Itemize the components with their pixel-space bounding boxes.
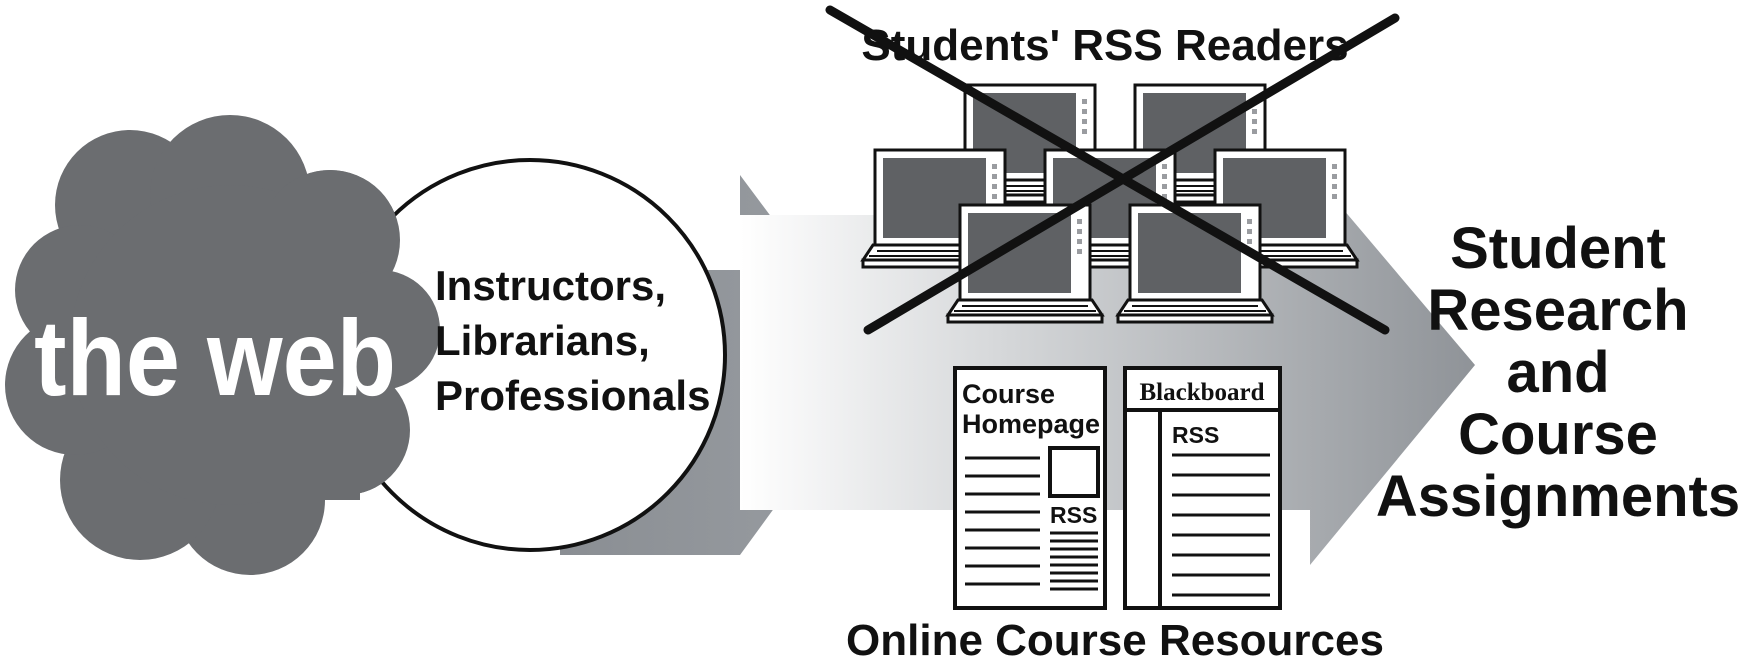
course-page-line-2: Homepage	[962, 409, 1100, 439]
course-page-line-1: Course	[962, 379, 1055, 409]
course-page-rss: RSS	[1050, 502, 1097, 528]
outcome-line-1: Student	[1450, 216, 1666, 281]
cross-out-icon	[825, 5, 1400, 335]
contributors-line-3: Professionals	[435, 372, 710, 419]
blackboard-rss: RSS	[1172, 422, 1219, 448]
blackboard-document: Blackboard RSS	[1123, 366, 1282, 610]
outcome-line-5: Assignments	[1376, 464, 1740, 529]
blackboard-header: Blackboard	[1139, 379, 1264, 406]
resources-title: Online Course Resources	[846, 616, 1384, 665]
contributors-text: Instructors, Librarians, Professionals	[435, 262, 710, 419]
flow-arrow-right	[740, 170, 1475, 565]
laptop-icon	[1200, 148, 1360, 269]
contributors-line-2: Librarians,	[435, 317, 650, 364]
web-label: the web	[34, 297, 396, 418]
course-homepage-document: Course Homepage RSS	[953, 366, 1107, 610]
outcome-line-2: Research	[1427, 278, 1688, 343]
contributors-line-1: Instructors,	[435, 262, 666, 309]
laptop-icon	[1115, 203, 1275, 324]
laptop-icon	[945, 203, 1105, 324]
outcome-line-4: Course	[1458, 402, 1658, 467]
outcome-line-3: and	[1506, 340, 1609, 405]
outcome-text: Student Research and Course Assignments	[1376, 216, 1740, 529]
readers-title: Students' RSS Readers	[861, 21, 1348, 70]
